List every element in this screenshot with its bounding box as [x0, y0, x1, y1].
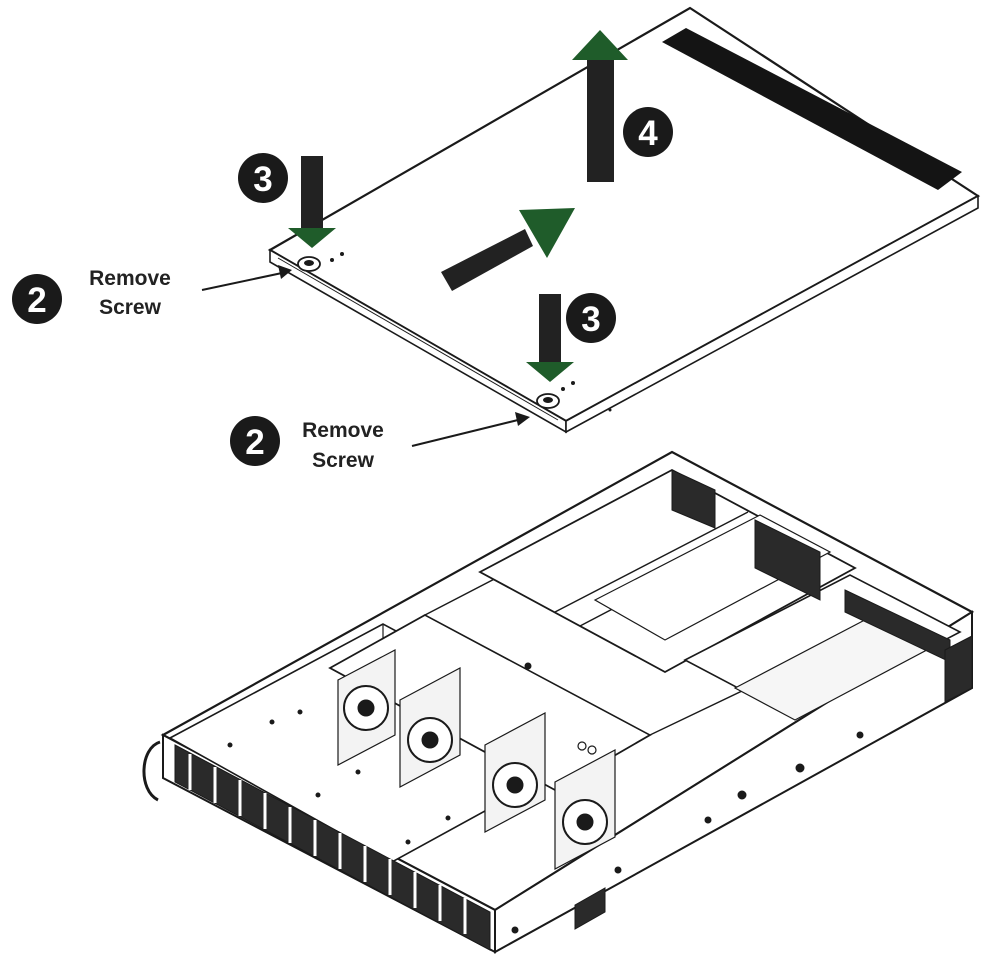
arrow-down-icon: [288, 156, 336, 248]
rack-handle[interactable]: [142, 740, 161, 802]
arrow-down-icon: [526, 294, 574, 382]
step-badge-number: 4: [638, 114, 658, 153]
slide-direction-arrow: [441, 208, 575, 291]
label-line: Remove: [302, 419, 384, 442]
remove-screw-label-right: Remove Screw: [302, 419, 384, 472]
step-badge-number: 3: [581, 300, 600, 339]
cover-screw-right[interactable]: [536, 393, 560, 409]
label-line: Remove: [89, 267, 171, 290]
remove-screw-label-left: Remove Screw: [89, 267, 171, 319]
step-badge-number: 2: [245, 423, 264, 462]
fan-icon: [407, 717, 453, 763]
cover-screw-left[interactable]: [297, 256, 321, 272]
drive-bays: [174, 744, 491, 951]
fan-icon: [343, 685, 389, 731]
step-badge-2-left: 2: [12, 274, 62, 324]
step-badge-3-right: 3: [566, 293, 616, 343]
cover-vent-grille: [662, 28, 962, 190]
fan-icon: [492, 762, 538, 808]
label-line: Screw: [99, 296, 162, 319]
leader-line-right: [411, 412, 530, 447]
step-badge-3-left: 3: [238, 153, 288, 203]
top-cover: [267, 6, 981, 434]
step-badge-number: 2: [27, 281, 46, 320]
step-badge-number: 3: [253, 160, 272, 199]
rear-bays: [478, 468, 962, 721]
arrow-up-icon: [572, 30, 628, 182]
fan-icon: [562, 799, 608, 845]
step-badge-2-right: 2: [230, 416, 280, 466]
leader-line-left: [201, 265, 292, 291]
server-chassis: [142, 450, 975, 954]
step-badge-4: 4: [623, 107, 673, 157]
label-line: Screw: [312, 449, 375, 472]
